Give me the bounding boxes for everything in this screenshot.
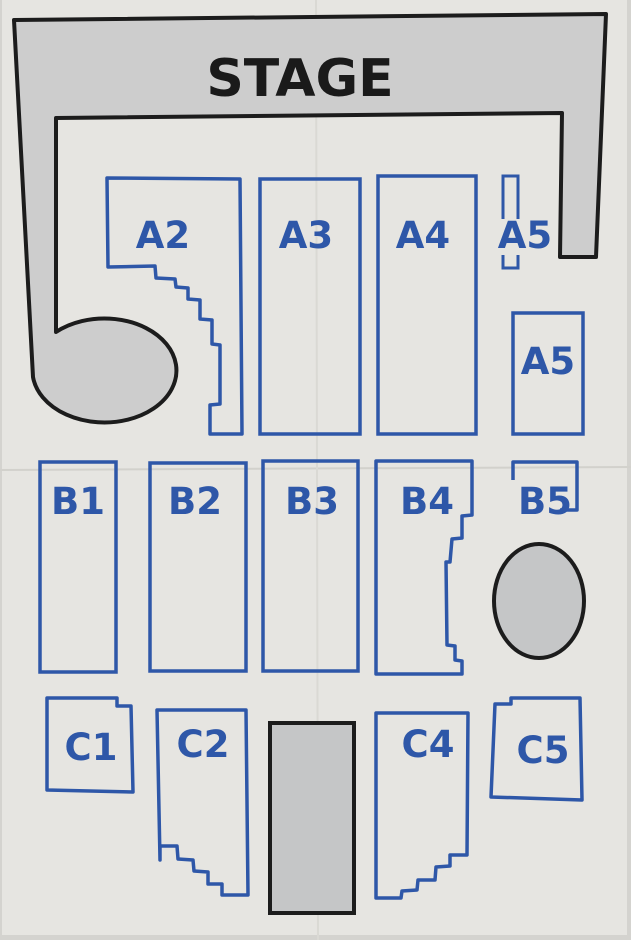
section-b5[interactable]: B5 (511, 460, 579, 523)
section-c5-label: C5 (517, 729, 570, 772)
section-c5-outline (489, 696, 584, 802)
section-b5-outline (511, 460, 579, 512)
label-backing (495, 219, 557, 255)
section-a4-label: A4 (396, 214, 450, 257)
section-b1-outline (38, 460, 118, 674)
section-b4-label: B4 (400, 480, 454, 523)
section-a3[interactable]: A3 (258, 177, 362, 436)
section-b3[interactable]: B3 (261, 459, 360, 673)
section-b4-outline (374, 459, 474, 676)
section-c4-label: C4 (402, 723, 455, 766)
section-b2[interactable]: B2 (148, 461, 248, 673)
section-c2[interactable]: C2 (155, 708, 250, 897)
section-b5-label: B5 (518, 480, 572, 523)
section-a4[interactable]: A4 (376, 174, 478, 436)
section-b4[interactable]: B4 (374, 459, 474, 676)
paper-fold (0, 466, 631, 471)
center-block (268, 721, 356, 915)
stage-area (12, 12, 608, 425)
section-a5-outline (511, 311, 585, 436)
section-b1[interactable]: B1 (38, 460, 118, 674)
section-b2-outline (148, 461, 248, 673)
section-a5-label: A5 (521, 340, 575, 383)
section-b1-label: B1 (51, 480, 105, 523)
section-a5[interactable]: A5 (511, 311, 585, 436)
section-c5[interactable]: C5 (489, 696, 584, 802)
section-c4-outline (374, 711, 470, 900)
section-c1-outline (45, 696, 135, 794)
section-a2[interactable]: A2 (105, 176, 244, 436)
section-b3-label: B3 (285, 480, 339, 523)
section-a5-top[interactable]: A5 (495, 174, 557, 270)
section-c1[interactable]: C1 (45, 696, 135, 794)
section-a3-outline (258, 177, 362, 436)
oval-area (492, 542, 586, 660)
section-a3-label: A3 (279, 214, 333, 257)
section-a2-label: A2 (136, 214, 190, 257)
section-b3-outline (261, 459, 360, 673)
section-a4-outline (376, 174, 478, 436)
section-a5-top-label: A5 (498, 214, 552, 257)
section-b2-label: B2 (168, 480, 222, 523)
section-c2-outline (155, 708, 250, 897)
section-c1-label: C1 (65, 726, 118, 769)
stage-label: STAGE (206, 49, 393, 109)
section-c4[interactable]: C4 (374, 711, 470, 900)
section-c2-label: C2 (177, 723, 230, 766)
section-a2-outline (105, 176, 244, 436)
